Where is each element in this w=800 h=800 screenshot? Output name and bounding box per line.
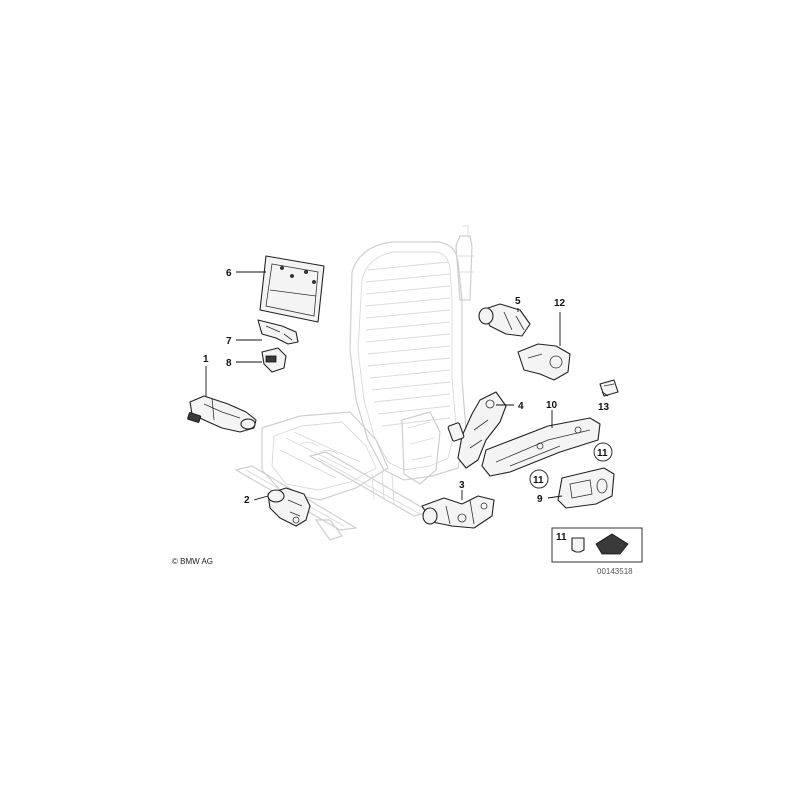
part-5-headrest-motor — [478, 303, 531, 337]
callout-11a: 11 — [533, 475, 544, 486]
callout-9: 9 — [537, 494, 543, 505]
callout-13: 13 — [598, 402, 610, 413]
part-8-connector — [261, 347, 287, 373]
callout-11b-circle — [593, 442, 613, 462]
callout-3: 3 — [459, 480, 465, 491]
part-6-backrest-panel — [259, 255, 325, 323]
part-4-backrest-motor — [447, 391, 507, 469]
diagram-id: 00143518 — [597, 567, 633, 576]
seat-frame-outline — [234, 225, 474, 541]
part-13-clip — [599, 379, 619, 397]
callout-11c: 11 — [556, 532, 567, 543]
copyright-text: © BMW AG — [172, 557, 213, 566]
part-2-height-motor — [267, 487, 311, 527]
part-11-legend-box — [551, 527, 643, 563]
callout-10: 10 — [546, 400, 558, 411]
callout-labels: 1 2 3 4 5 6 7 8 9 10 12 13 11 11 11 — [203, 268, 613, 543]
callout-7: 7 — [226, 336, 232, 347]
callout-8: 8 — [226, 358, 232, 369]
part-3-recline-motor — [421, 495, 495, 529]
callout-4: 4 — [518, 401, 524, 412]
part-12-switch-bracket — [517, 343, 571, 381]
callout-5: 5 — [515, 296, 521, 307]
part-9-seat-switch — [557, 467, 615, 509]
part-7-bracket — [257, 319, 299, 345]
part-10-side-trim — [481, 417, 601, 477]
screw-icon — [571, 537, 585, 553]
arrow-icon — [595, 533, 629, 555]
callout-1: 1 — [203, 354, 209, 365]
callout-11a-circle — [529, 469, 549, 489]
callout-11b: 11 — [597, 448, 608, 459]
callout-6: 6 — [226, 268, 232, 279]
callout-2: 2 — [244, 495, 250, 506]
part-1-seat-motor — [187, 395, 257, 433]
leader-lines — [205, 271, 609, 501]
callout-12: 12 — [554, 298, 566, 309]
